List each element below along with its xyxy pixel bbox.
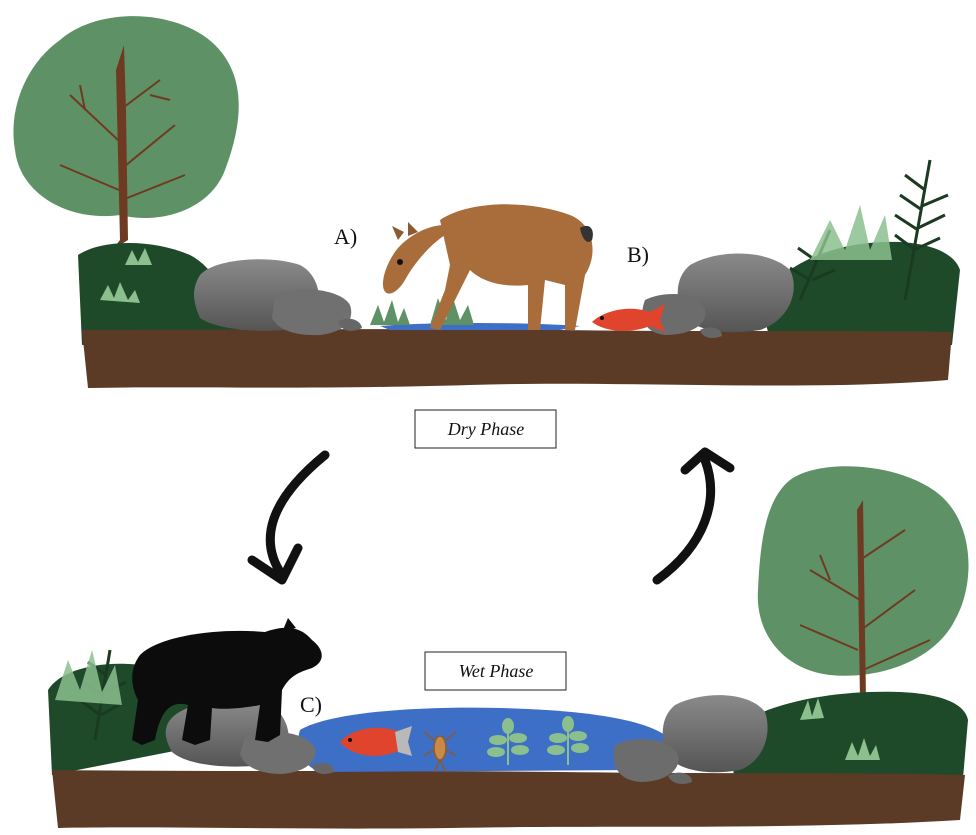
deer [383,204,593,330]
dry-phase-label: Dry Phase [447,419,524,439]
wet-phase-label: Wet Phase [459,661,534,681]
wet-phase-box: Wet Phase [425,652,566,690]
arrow-wet-to-dry [657,460,711,580]
bush-right [810,205,892,260]
soil-bed-top [82,329,952,388]
label-c: C) [300,692,322,717]
rocks-left-top [194,259,362,335]
bush-left-bottom [55,650,122,705]
label-a: A) [334,224,357,249]
dry-phase-scene: A) B) [13,16,960,388]
soil-bed-bottom [52,770,965,829]
dry-water-trickle [380,323,580,330]
label-b: B) [627,242,649,267]
tree-bottom-right [758,466,969,718]
wet-phase-scene: C) [48,466,969,828]
dry-phase-box: Dry Phase [415,410,556,448]
cycle-arrows [252,452,730,580]
tree-top-left [13,16,238,250]
